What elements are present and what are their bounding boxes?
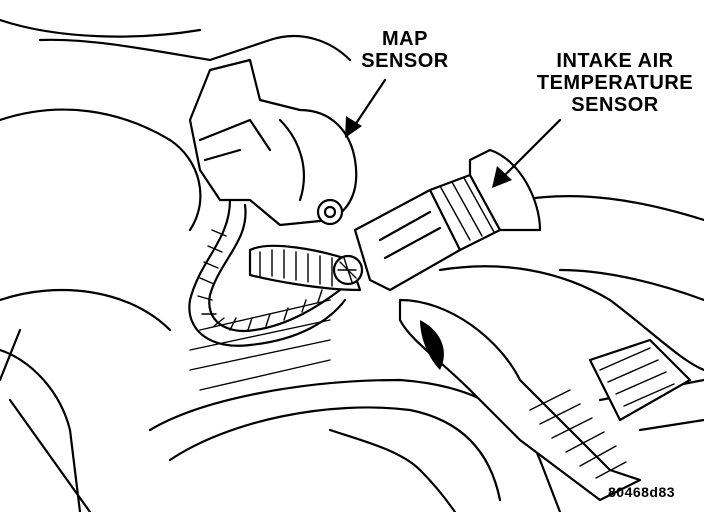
iat-sensor-body (353, 148, 542, 292)
map-sensor-body (188, 58, 358, 227)
iat-sensor-label: INTAKE AIR TEMPERATURE SENSOR (530, 50, 700, 116)
map-sensor-label-line-1: MAP (382, 28, 428, 50)
map-sensor-label-line-2: SENSOR (361, 50, 449, 72)
map-sensor-label: MAP SENSOR (350, 28, 460, 72)
iat-pointer-arrow (492, 118, 562, 188)
engine-background (0, 18, 704, 512)
wiring-harness (188, 198, 364, 347)
iat-sensor-label-line-1: INTAKE AIR (556, 50, 674, 72)
map-pointer-arrow (345, 78, 387, 138)
conduit-hose (398, 298, 692, 502)
iat-sensor-label-line-2: TEMPERATURE (536, 72, 694, 94)
figure-code: 80468d83 (608, 484, 676, 500)
iat-sensor-label-line-3: SENSOR (571, 94, 659, 116)
